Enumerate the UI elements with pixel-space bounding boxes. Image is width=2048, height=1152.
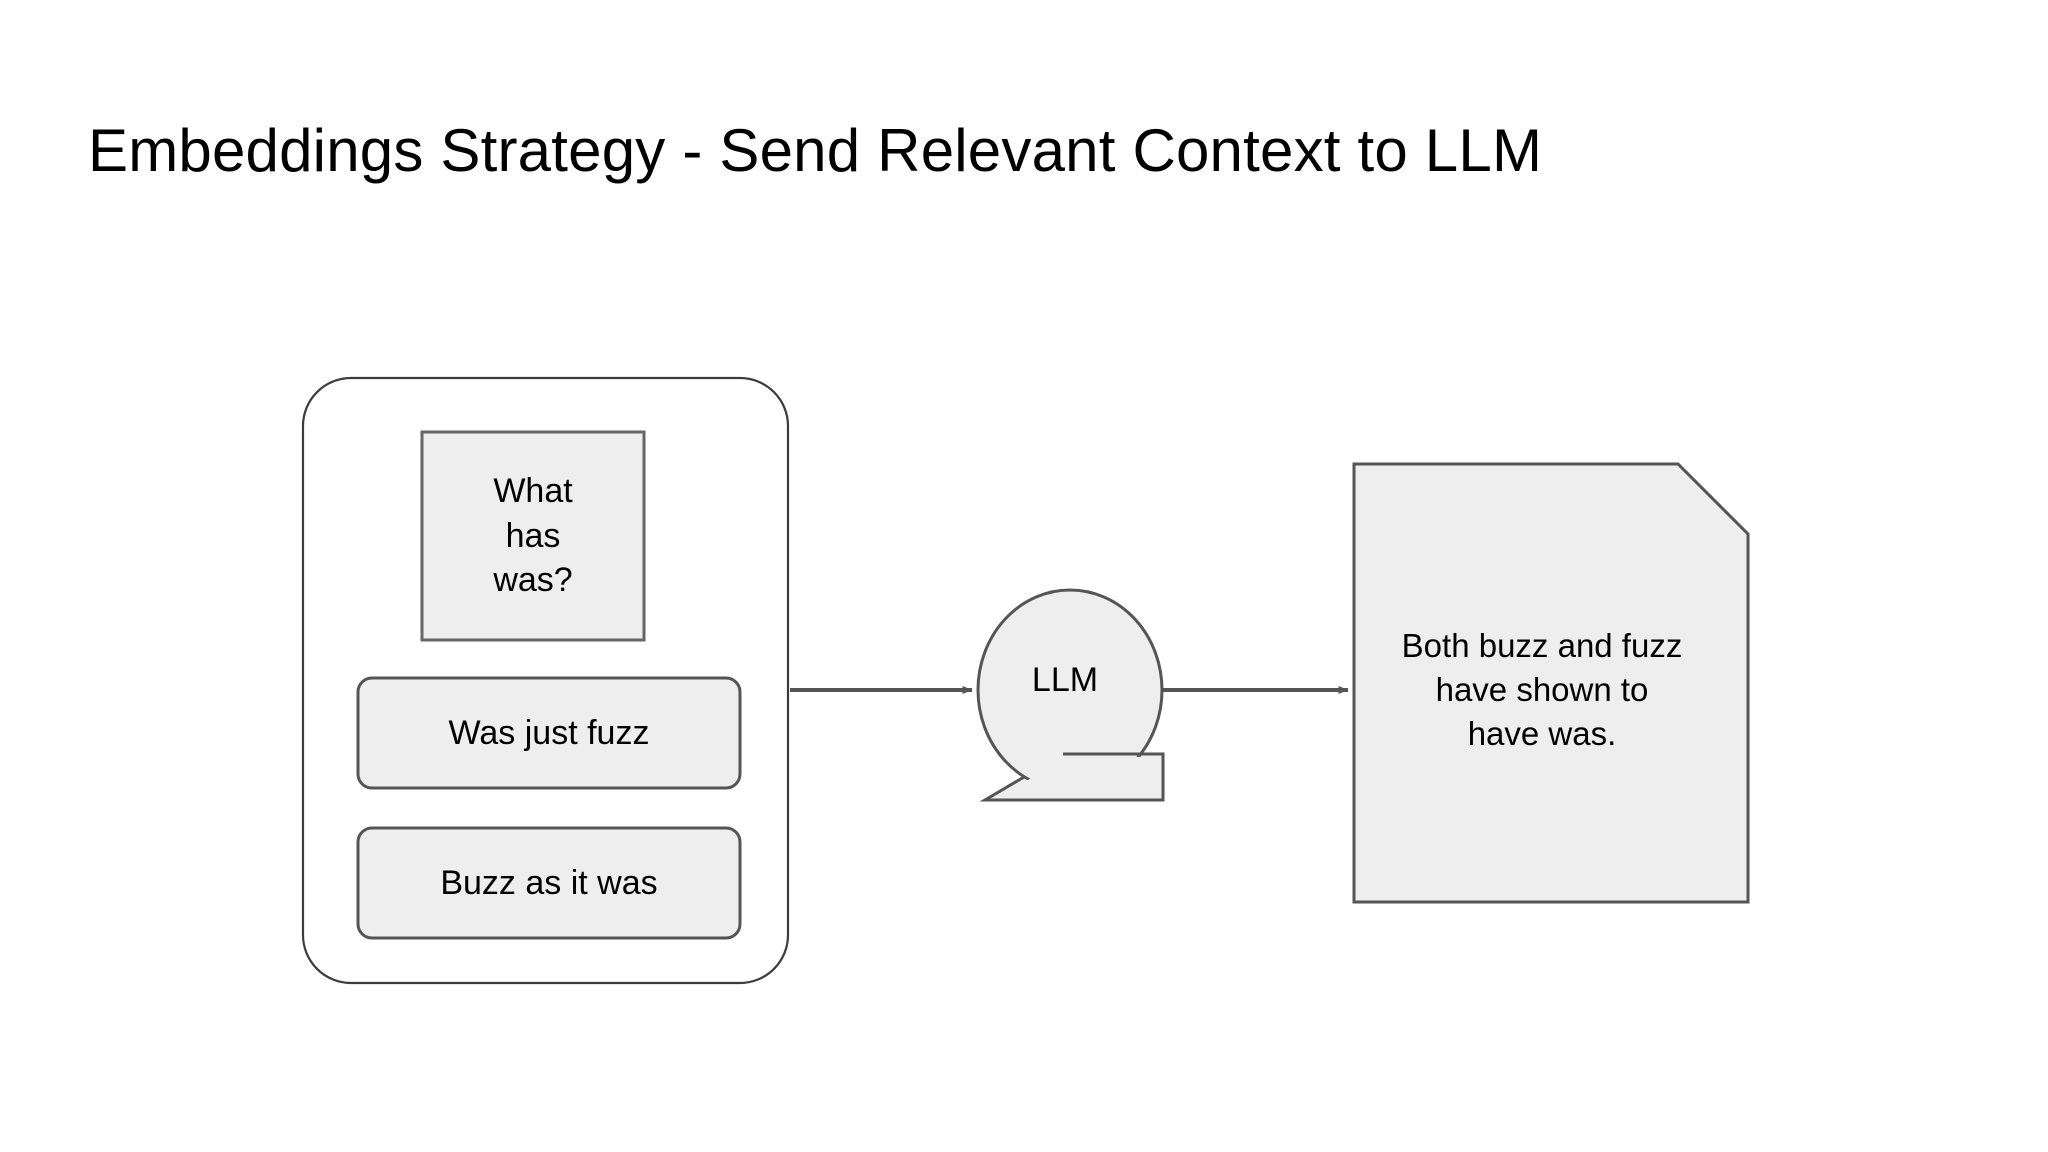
- context-chunk-0[interactable]: [356, 676, 742, 790]
- llm-bubble-join-patch: [1000, 757, 1160, 797]
- context-chunk-1[interactable]: [356, 826, 742, 940]
- llm-node[interactable]: [976, 588, 1165, 802]
- query-box[interactable]: [420, 430, 646, 642]
- output-document[interactable]: [1352, 462, 1750, 904]
- context-container[interactable]: [301, 376, 790, 985]
- page-title: Embeddings Strategy - Send Relevant Cont…: [88, 117, 1543, 184]
- llm-bubble-tail-outline: [992, 752, 1165, 802]
